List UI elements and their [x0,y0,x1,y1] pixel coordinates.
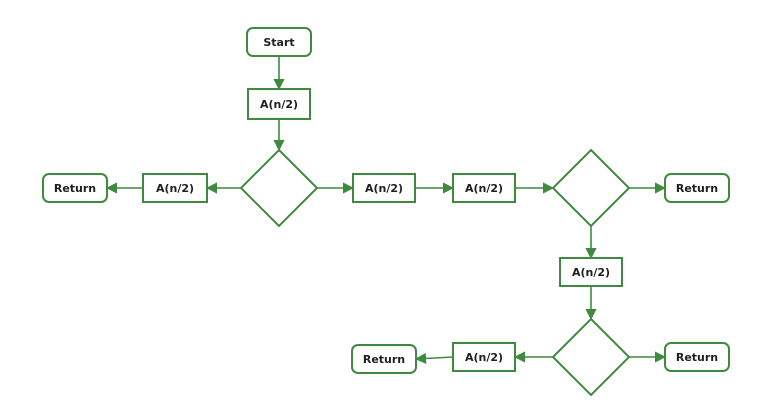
return-node-r4: Return [664,342,730,372]
decision-diamond-d3-shape [551,317,631,397]
process-node-a6-label: A(n/2) [465,351,503,364]
process-node-a3-shape [352,173,416,203]
return-node-r1: Return [42,173,108,203]
decision-diamond-d3 [551,317,631,397]
return-node-r1-shape [42,173,108,203]
decision-diamond-d1-shape [239,148,319,228]
decision-diamond-d2 [551,148,631,228]
process-node-a4-label: A(n/2) [465,182,503,195]
return-node-r4-label: Return [676,351,718,364]
process-node-a6: A(n/2) [452,342,516,372]
return-node-r2-shape [664,173,730,203]
return-node-r3: Return [351,344,417,374]
process-node-a1-shape [247,88,311,120]
process-node-a4: A(n/2) [452,173,516,203]
process-node-a3: A(n/2) [352,173,416,203]
return-node-r2-label: Return [676,182,718,195]
process-node-a3-label: A(n/2) [365,182,403,195]
edge-a6-to-r3 [414,352,454,365]
start-node-label: Start [263,36,294,49]
return-node-r1-label: Return [54,182,96,195]
return-node-r2: Return [664,173,730,203]
process-node-a1: A(n/2) [247,88,311,120]
connectors [105,56,667,365]
process-node-a2-shape [142,173,208,203]
process-node-a5-shape [559,257,623,287]
return-node-r3-label: Return [363,353,405,366]
process-node-a5-label: A(n/2) [572,266,610,279]
return-node-r4-shape [664,342,730,372]
return-node-r3-shape [351,344,417,374]
process-node-a2: A(n/2) [142,173,208,203]
process-node-a2-label: A(n/2) [156,182,194,195]
process-node-a4-shape [452,173,516,203]
decision-diamond-d2-shape [551,148,631,228]
start-node-shape [246,27,312,57]
process-node-a1-label: A(n/2) [260,98,298,111]
process-node-a6-shape [452,342,516,372]
decision-diamond-d1 [239,148,319,228]
process-node-a5: A(n/2) [559,257,623,287]
start-node: Start [246,27,312,57]
